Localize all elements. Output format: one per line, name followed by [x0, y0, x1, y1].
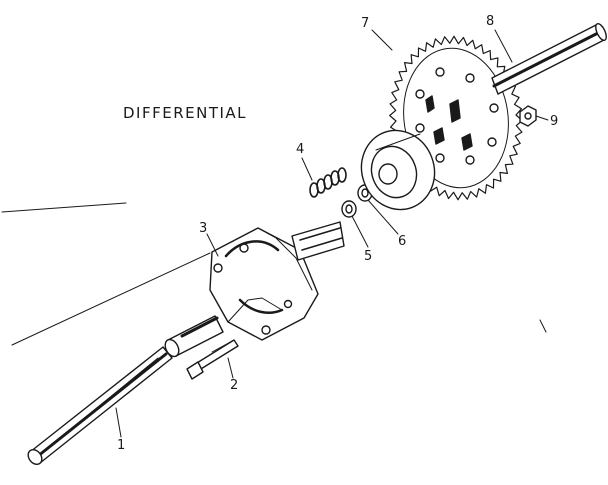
nut-part-9 — [519, 105, 537, 127]
washer-part-5 — [341, 200, 357, 218]
callout-8: 8 — [486, 14, 495, 29]
housing-part-3 — [209, 227, 319, 341]
shaft-stub — [164, 315, 224, 358]
callout-3: 3 — [199, 221, 208, 236]
stray-mark — [539, 319, 547, 333]
shaft-part-8 — [491, 22, 607, 95]
callout-4: 4 — [296, 142, 305, 157]
shaft-outline-line — [11, 252, 211, 346]
callout-2: 2 — [230, 378, 239, 393]
spline-shaft — [291, 221, 345, 261]
callout-7: 7 — [361, 16, 370, 31]
callout-1: 1 — [117, 438, 126, 453]
stray-line — [1, 202, 127, 213]
bolt-part-2 — [186, 339, 239, 380]
diagram-title: DIFFERENTIAL — [123, 104, 248, 122]
callout-6: 6 — [398, 234, 407, 249]
callout-9: 9 — [550, 114, 559, 129]
callout-5: 5 — [364, 249, 373, 264]
leader-lines — [115, 29, 549, 438]
spring-part-4 — [309, 167, 347, 198]
hub-flange — [360, 129, 436, 211]
axle-part-1 — [27, 346, 173, 466]
